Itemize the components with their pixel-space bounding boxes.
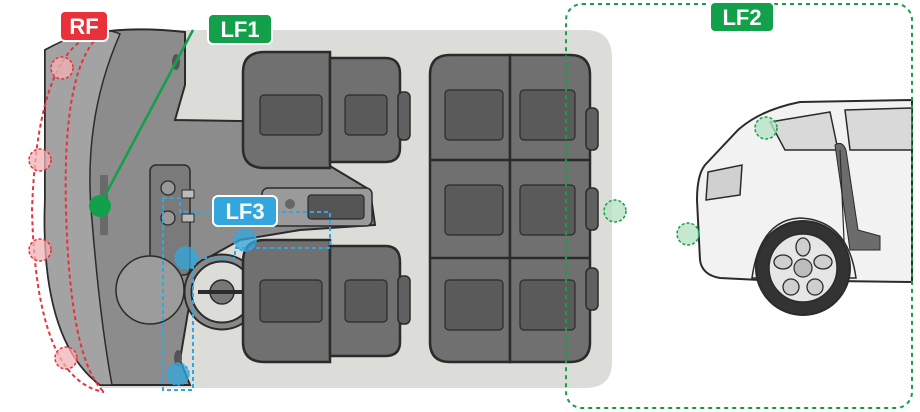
sensor-rf-3 [28,238,52,262]
rear-bench-seat [428,53,599,364]
dashboard [43,28,377,386]
sensor-rf-1 [50,56,74,80]
front-seat-driver [241,238,411,364]
sensor-lf2-3 [676,222,700,246]
sensor-lf2 [603,116,778,246]
sensor-lf2-1 [603,199,627,223]
sensor-rf-2 [28,148,52,172]
lf1-pointer-line [98,29,195,206]
label-lf1-text: LF1 [220,17,259,42]
car-side-view [695,98,913,316]
sensor-lf2-2 [754,116,778,140]
lf3-zone [162,197,331,391]
front-seat-passenger [241,50,411,170]
sensor-lf3-3 [166,362,190,386]
sensor-rf [28,56,78,370]
label-lf3: LF3 [212,195,278,227]
sensor-lf3-2 [174,246,198,270]
sensor-lf3 [166,228,257,386]
label-rf-text: RF [69,14,98,39]
label-lf2: LF2 [709,1,775,33]
sensor-lf3-1 [233,228,257,252]
sensor-lf1 [89,195,111,217]
label-lf2-text: LF2 [722,5,761,30]
label-lf3-text: LF3 [225,199,264,224]
label-rf: RF [59,10,109,42]
label-lf1: LF1 [207,13,273,45]
sensor-rf-4 [54,346,78,370]
